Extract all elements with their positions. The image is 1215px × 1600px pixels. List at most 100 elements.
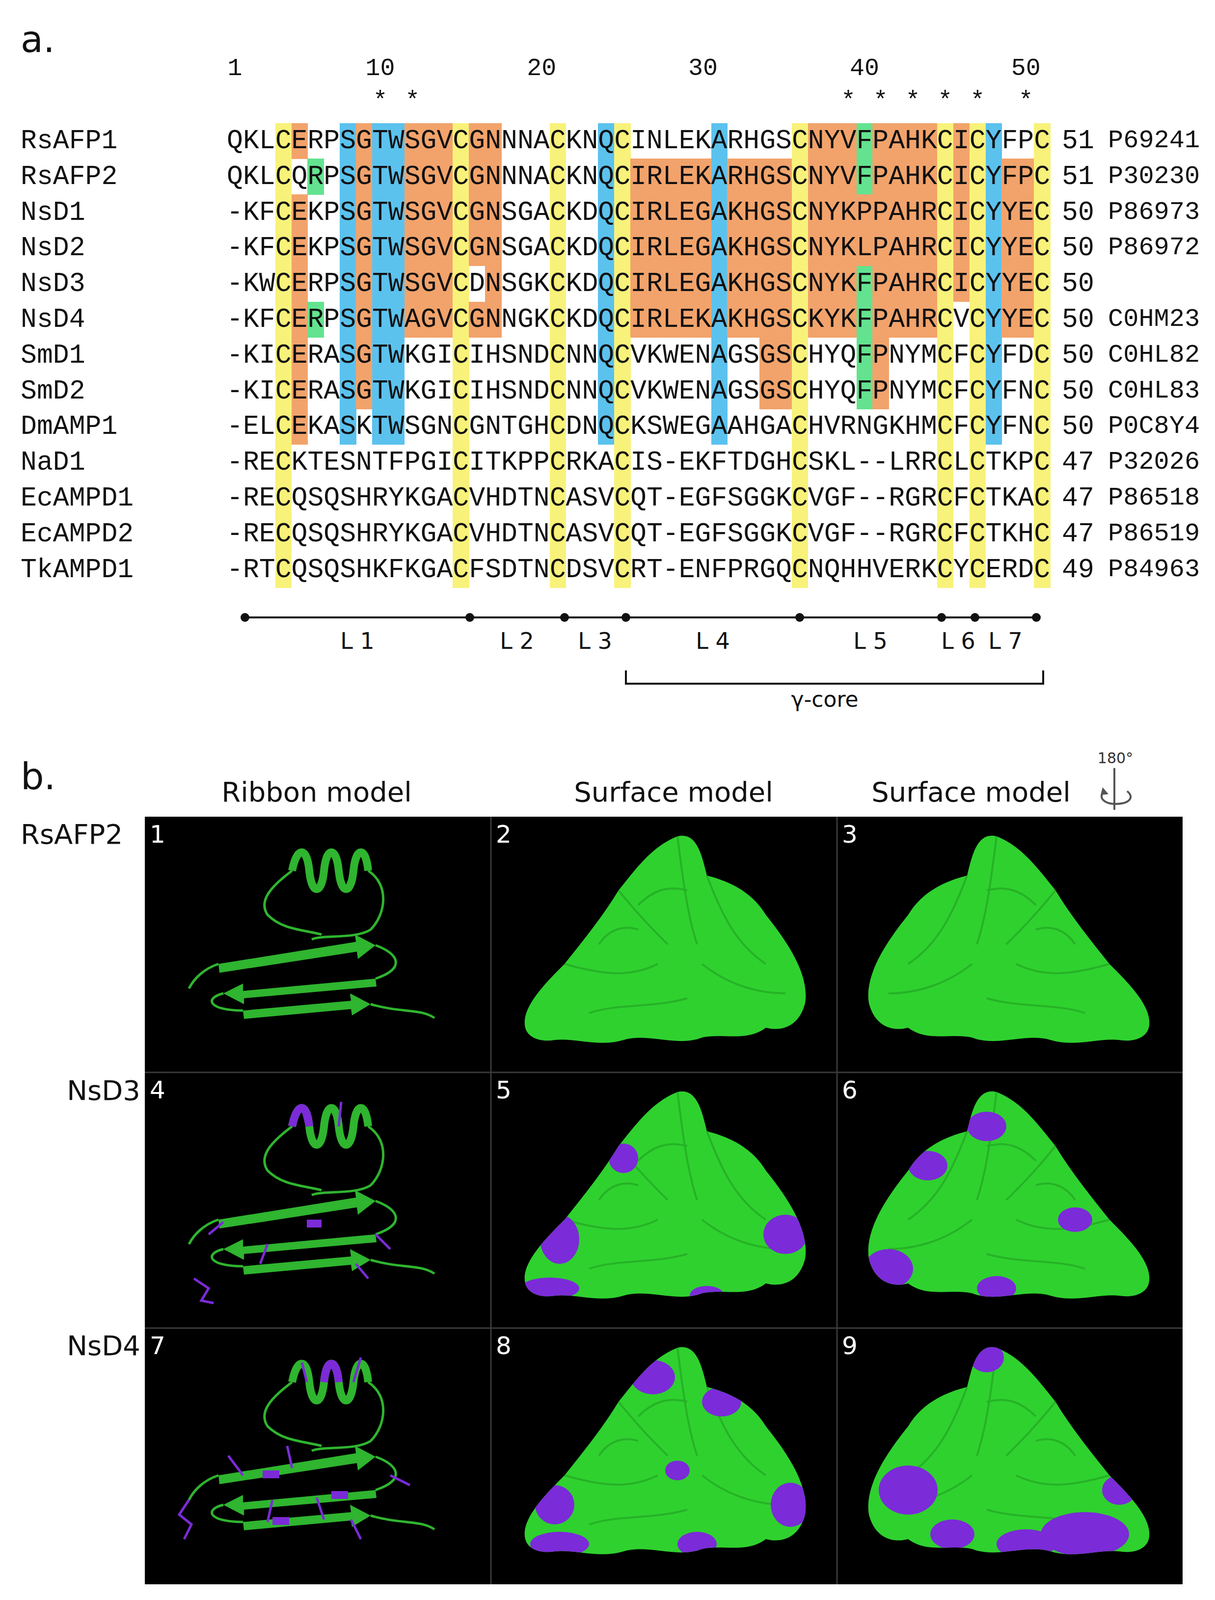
accession-number: P86972: [1107, 235, 1200, 261]
cell-number: 7: [149, 1333, 166, 1359]
sequence-length: 50: [1061, 341, 1095, 369]
accession-number: P84963: [1107, 557, 1200, 583]
loop-label: L 1: [340, 629, 375, 653]
sequence-length: 50: [1061, 413, 1095, 441]
sequence-length: 47: [1061, 520, 1095, 548]
accession-number: P32026: [1107, 449, 1200, 476]
sequence: -KICERASGTWKGICIHSNDCNNQCVKWENAGSGSCHYQF…: [226, 377, 1051, 405]
row-label: NsD4: [66, 1332, 141, 1360]
surface-model: [524, 836, 807, 1044]
sequence: QKLCERPSGTWSGVCGNNNACKNQCINLEKARHGSCNYVF…: [226, 127, 1051, 155]
cell-number: 8: [495, 1333, 512, 1359]
loop-label: L 7: [988, 629, 1023, 653]
accession-number: C0HL83: [1107, 378, 1200, 405]
sequence-length: 47: [1061, 449, 1095, 477]
sequence: -KICERASGTWKGICIHSNDCNNQCVKWENAGSGSCHYQF…: [226, 341, 1051, 369]
sequence: -RECQSQSHRYKGACVHDTNCASVCQT-EGFSGGKCVGF-…: [226, 485, 1051, 513]
sequence-name: NsD4: [20, 306, 86, 334]
sequence-name: NsD1: [20, 198, 86, 226]
loop-label: L 6: [941, 629, 976, 653]
sequence: -RECKTESNTFPGICITKPPCRKACIS-EKFTDGHCSKL-…: [226, 449, 1051, 477]
conserved-mark: *: [405, 88, 420, 114]
sequence-length: 50: [1061, 306, 1095, 334]
accession-number: P69241: [1107, 128, 1200, 154]
sequence-name: NsD3: [20, 270, 86, 298]
accession-number: P30230: [1107, 163, 1200, 190]
row-label: NsD3: [66, 1077, 141, 1105]
surface-model: [868, 836, 1150, 1044]
position-number: 50: [1011, 56, 1041, 81]
conserved-mark: *: [970, 88, 985, 114]
rotation-icon: [1100, 768, 1131, 810]
ribbon-model: [189, 852, 435, 1020]
render-panel: [144, 816, 1183, 1585]
position-number: 20: [526, 56, 557, 81]
accession-number: P86519: [1107, 521, 1200, 547]
cell-number: 3: [841, 822, 858, 847]
surface-model: [520, 1091, 808, 1306]
surface-model: [868, 1343, 1150, 1560]
sequence-length: 50: [1061, 377, 1095, 405]
accession-number: P86973: [1107, 199, 1200, 226]
sequence-name: RsAFP2: [20, 162, 118, 190]
accession-number: P86518: [1107, 485, 1200, 512]
sequence-length: 51: [1061, 127, 1095, 155]
cell-number: 9: [841, 1333, 858, 1359]
sequence: -RTCQSQSHKFKGACFSDTNCDSVCRT-ENFPRGQCNQHH…: [226, 556, 1051, 584]
panel-letter: a.: [20, 21, 55, 58]
position-number: 40: [849, 56, 880, 81]
ribbon-model: [179, 1357, 435, 1540]
sequence: -KFCERPSGTWAGVCGNNGKCKDQCIRLEKAKHGSCKYKF…: [226, 306, 1051, 334]
sequence: QKLCQRPSGTWSGVCGNNNACKNQCIRLEKARHGSCNYVF…: [226, 162, 1051, 190]
accession-number: C0HL82: [1107, 342, 1200, 369]
sequence-name: RsAFP1: [20, 127, 118, 155]
region-label: γ-core: [790, 688, 859, 711]
sequence-name: NsD2: [20, 234, 86, 262]
column-header: Surface model: [871, 778, 1071, 807]
column-header: Ribbon model: [221, 778, 412, 807]
cell-number: 5: [495, 1078, 512, 1103]
sequence-length: 50: [1061, 198, 1095, 226]
position-number: 1: [227, 56, 243, 81]
sequence-name: SmD1: [20, 341, 86, 369]
loop-label: L 2: [499, 629, 535, 653]
accession-number: C0HM23: [1107, 306, 1200, 333]
conserved-mark: *: [905, 88, 921, 114]
loop-bar: [240, 613, 1041, 622]
sequence-name: EcAMPD2: [20, 520, 134, 548]
surface-model: [524, 1347, 810, 1557]
cell-number: 1: [149, 822, 166, 847]
sequence: -KWCERPSGTWSGVCDNSGKCKDQCIRLEGAKHGSCNYKF…: [226, 270, 1051, 298]
conserved-mark: *: [873, 88, 889, 114]
sequence: -KFCEKPSGTWSGVCGNSGACKDQCIRLEGAKHGSCNYKL…: [226, 234, 1051, 262]
panel-letter: b.: [20, 758, 56, 796]
sequence-length: 50: [1061, 234, 1095, 262]
sequence-name: DmAMP1: [20, 413, 118, 441]
row-label: RsAFP2: [20, 820, 123, 849]
sequence-name: SmD2: [20, 377, 86, 405]
loop-label: L 3: [577, 629, 613, 653]
sequence: -ELCEKASKTWSGNCGNTGHCDNQCKSWEGAAHGACHVRN…: [226, 413, 1051, 441]
column-header: Surface model: [573, 778, 774, 807]
conserved-mark: *: [372, 88, 388, 114]
accession-number: P0C8Y4: [1107, 413, 1200, 440]
sequence-length: 51: [1061, 162, 1095, 190]
sequence-length: 50: [1061, 270, 1095, 298]
cell-number: 2: [495, 822, 512, 847]
sequence-name: NaD1: [20, 449, 86, 477]
cell-number: 4: [149, 1078, 166, 1103]
position-number: 10: [365, 56, 395, 81]
conserved-mark: *: [937, 88, 953, 114]
conserved-mark: *: [1018, 88, 1034, 114]
cell-number: 6: [841, 1078, 858, 1103]
sequence-length: 49: [1061, 556, 1095, 584]
panel-grid: [144, 816, 1183, 1585]
sequence-name: EcAMPD1: [20, 485, 134, 513]
ribbon-model: [189, 1102, 435, 1304]
gamma-core-bracket: [625, 670, 1044, 684]
surface-model: [864, 1091, 1150, 1301]
sequence: -RECQSQSHRYKGACVHDTNCASVCQT-EGFSGGKCVGF-…: [226, 520, 1051, 548]
sequence-name: TkAMPD1: [20, 556, 134, 584]
position-number: 30: [688, 56, 718, 81]
loop-label: L 4: [695, 629, 730, 653]
